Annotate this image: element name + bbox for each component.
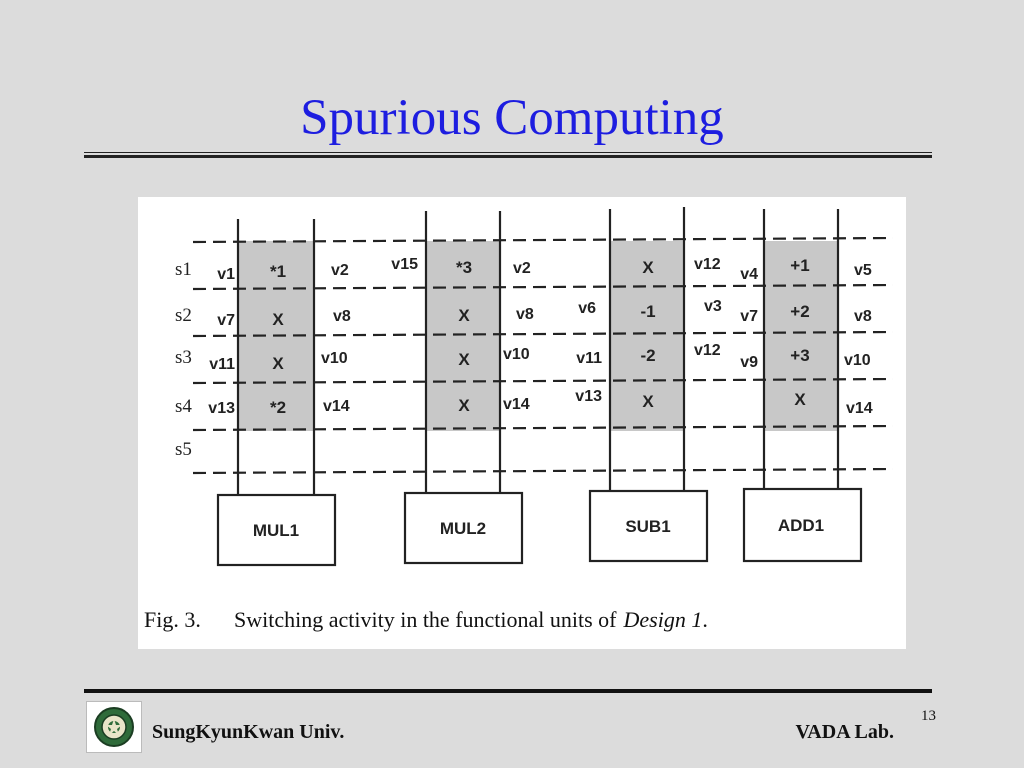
add1-box — [742, 487, 863, 563]
sub1-box — [588, 489, 709, 563]
caption-text: Switching activity in the functional uni… — [234, 607, 617, 632]
title-divider — [84, 152, 932, 153]
mul1-right-input: v8 — [333, 308, 351, 325]
seal-icon — [94, 707, 134, 747]
title-divider-thick — [84, 155, 932, 158]
add1-op: +3 — [790, 346, 809, 365]
add1-right-input: v5 — [854, 262, 872, 279]
add1-op: +1 — [790, 256, 809, 275]
sub1-op: X — [642, 258, 654, 277]
step-label: s2 — [175, 305, 192, 326]
caption-prefix: Fig. 3. — [144, 607, 201, 632]
sub1-op: X — [642, 392, 654, 411]
mul2-right-input: v14 — [503, 396, 530, 413]
mul1-box — [216, 493, 337, 567]
mul1-left-input: v1 — [217, 266, 235, 283]
mul1-op: X — [272, 310, 284, 329]
mul1-left-input: v7 — [217, 312, 235, 329]
mul2-right-input: v2 — [513, 260, 531, 277]
mul2-left-input: v15 — [391, 256, 418, 273]
sub1-label: SUB1 — [625, 517, 670, 536]
mul1-right-input: v2 — [331, 262, 349, 279]
sub1-right-input: v12 — [694, 256, 721, 273]
slide-title: Spurious Computing — [300, 90, 724, 146]
add1-right-input: v8 — [854, 308, 872, 325]
mul2-op: X — [458, 396, 470, 415]
step-label: s1 — [175, 259, 192, 280]
footer-university: SungKyunKwan Univ. — [152, 721, 345, 743]
sub1-left-input: v6 — [578, 300, 596, 317]
sub1-left-input: v13 — [575, 388, 602, 405]
add1-op: +2 — [790, 302, 809, 321]
page-number: 13 — [921, 708, 936, 724]
add1-op-shade — [764, 241, 838, 431]
add1-right-input: v10 — [844, 352, 871, 369]
mul1-right-input: v10 — [321, 350, 348, 367]
mul1-op: *1 — [270, 262, 286, 281]
mul2-right-input: v8 — [516, 306, 534, 323]
add1-op: X — [794, 390, 806, 409]
mul1-left-input: v11 — [209, 356, 235, 373]
switching-activity-diagram: s1 s2 s3 s4 s5 v1 v7 v11 v13 *1 X X *2 v… — [144, 207, 894, 632]
mul2-op: *3 — [456, 258, 472, 277]
step-boundary-3 — [192, 377, 894, 385]
caption-end: . — [702, 607, 708, 632]
add1-left-input: v7 — [740, 308, 758, 325]
sub1-op: -2 — [640, 346, 655, 365]
sub1-op-shade — [610, 241, 684, 431]
step-boundary-2 — [192, 330, 894, 338]
sub1-right-input: v12 — [694, 342, 721, 359]
add1-label: ADD1 — [778, 516, 824, 535]
mul2-op: X — [458, 306, 470, 325]
step-boundary-0 — [192, 236, 894, 244]
add1-left-input: v4 — [740, 266, 758, 283]
add1-right-input: v14 — [846, 400, 873, 417]
mul1-op: *2 — [270, 398, 286, 417]
mul1-op: X — [272, 354, 284, 373]
university-seal-icon — [86, 701, 142, 753]
sub1-op: -1 — [640, 302, 655, 321]
mul2-op: X — [458, 350, 470, 369]
mul1-left-input: v13 — [208, 400, 235, 417]
add1-left-input: v9 — [740, 354, 758, 371]
footer-lab: VADA Lab. — [795, 721, 894, 743]
figure-caption: Fig. 3. Switching activity in the functio… — [144, 607, 708, 632]
step-boundary-5 — [192, 467, 894, 475]
mul1-right-input: v14 — [323, 398, 350, 415]
sub1-left-input: v11 — [576, 350, 602, 367]
mul2-right-input: v10 — [503, 346, 530, 363]
mul1-label: MUL1 — [253, 521, 299, 540]
footer-divider — [84, 689, 932, 693]
caption-italic: Design 1 — [623, 607, 703, 632]
step-label: s5 — [175, 439, 192, 460]
switching-activity-figure: s1 s2 s3 s4 s5 v1 v7 v11 v13 *1 X X *2 v… — [138, 197, 906, 649]
step-label: s3 — [175, 347, 192, 368]
mul2-box — [403, 491, 524, 565]
mul2-label: MUL2 — [440, 519, 486, 538]
step-boundary-4 — [192, 424, 894, 432]
step-boundary-1 — [192, 283, 894, 291]
step-label: s4 — [175, 396, 192, 417]
sub1-right-input: v3 — [704, 298, 722, 315]
mul2-op-shade — [426, 241, 500, 431]
